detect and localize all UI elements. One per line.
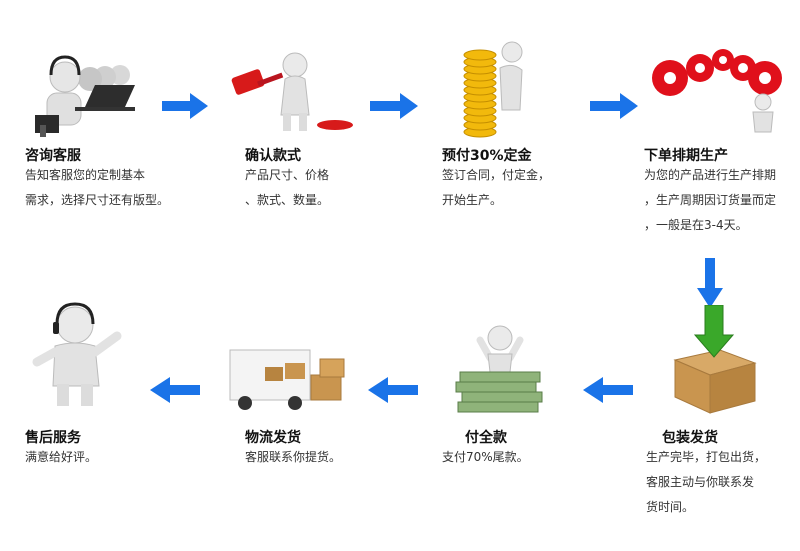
step-description: 客服联系你提货。 [245,450,342,464]
step-consult: 咨询客服 告知客服您的定制基本 需求，选择尺寸还有版型。 [0,0,170,240]
step-title: 下单排期生产 [644,148,728,164]
right-arrow-icon [590,93,638,119]
left-arrow-icon [150,377,200,403]
right-arrow-icon [162,93,208,119]
customer-service-icon [25,45,145,140]
step-title: 咨询客服 [25,148,81,164]
step-title: 付全款 [465,430,507,446]
step-description: 生产完毕，打包出货， 客服主动与你联系发 货时间。 [646,450,767,514]
step-description: 为您的产品进行生产排期 ，生产周期因订货量而定 ，一般是在3-4天。 [644,168,777,232]
step-title: 售后服务 [25,430,81,446]
step-deposit: 预付30%定金 签订合同，付定金， 开始生产。 [430,0,600,240]
truck-boxes-icon [225,345,355,415]
money-stack-icon [450,320,550,415]
step-description: 支付70%尾款。 [442,450,529,464]
step-logistics: 物流发货 客服联系你提货。 [210,290,380,490]
left-arrow-icon [583,377,633,403]
step-description: 满意给好评。 [25,450,98,464]
step-description: 告知客服您的定制基本 需求，选择尺寸还有版型。 [25,168,170,207]
down-arrow-icon [697,258,723,308]
gold-coins-icon [460,40,530,140]
step-title: 确认款式 [245,148,301,164]
step-description: 产品尺寸、价格 、款式、数量。 [245,168,330,207]
step-title: 物流发货 [245,430,301,446]
hammer-figure-icon [225,45,355,135]
box-with-green-arrow-icon [665,305,765,415]
step-packaging: 包装发货 生产完毕，打包出货， 客服主动与你联系发 货时间。 [640,290,800,551]
right-arrow-icon [370,93,418,119]
step-full-payment: 付全款 支付70%尾款。 [430,290,600,490]
step-description: 签订合同，付定金， 开始生产。 [442,168,551,207]
step-confirm-style: 确认款式 产品尺寸、价格 、款式、数量。 [210,0,370,240]
step-title: 包装发货 [662,430,718,446]
headset-figure-icon [25,300,135,410]
step-title: 预付30%定金 [442,148,532,164]
left-arrow-icon [368,377,418,403]
step-after-sales: 售后服务 满意给好评。 [0,290,170,490]
red-gears-icon [645,40,795,135]
step-production: 下单排期生产 为您的产品进行生产排期 ，生产周期因订货量而定 ，一般是在3-4天… [640,0,800,260]
